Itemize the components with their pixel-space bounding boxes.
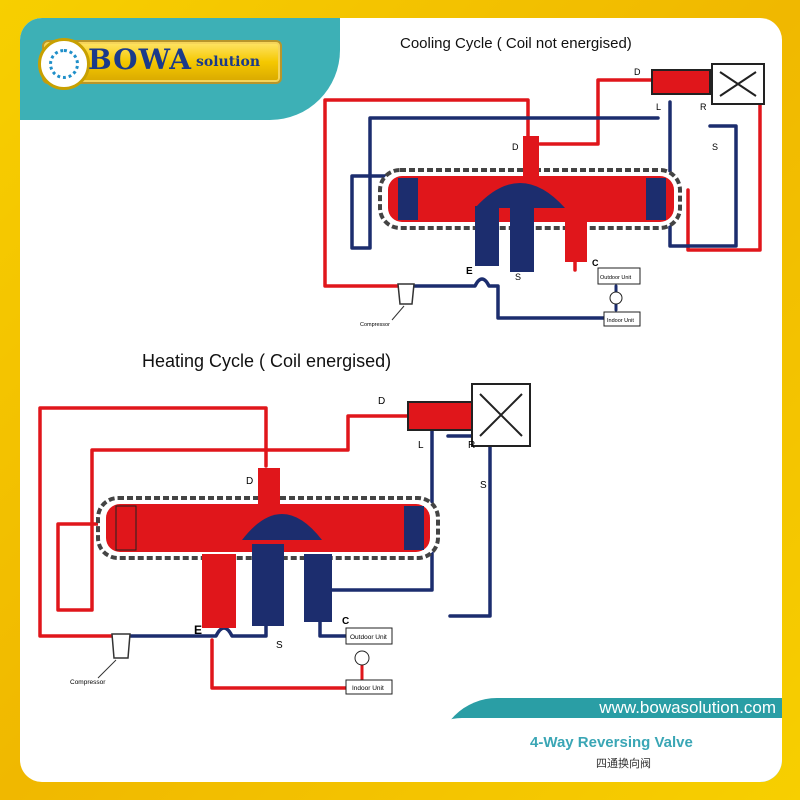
- heat-piston-right: [404, 506, 424, 550]
- cool-coil-cross: [719, 71, 757, 97]
- product-name: 4-Way Reversing Valve: [530, 734, 693, 751]
- heat-blue-c-line: [318, 618, 352, 638]
- cool-label-d-body: D: [512, 142, 519, 152]
- heat-outdoor-unit-box: [345, 627, 393, 645]
- cool-label-outdoor: Outdoor Unit: [600, 275, 632, 281]
- footer-white-cut: [414, 718, 782, 782]
- heat-label-indoor: Indoor Unit: [352, 685, 384, 692]
- heating-cycle-diagram: D L R S D E S C Outdoor Unit Indoor Unit…: [38, 383, 531, 695]
- cool-label-d-top: D: [634, 67, 641, 77]
- heat-compressor-icon: [111, 633, 131, 659]
- white-panel: BOWA solution Cooling Cycle ( Coil not e…: [20, 18, 782, 782]
- heat-blue-suction-line: [126, 614, 268, 638]
- cool-compressor-leader: [391, 305, 405, 321]
- heat-c-port: [304, 554, 332, 622]
- heat-label-c: C: [342, 616, 349, 627]
- heat-red-e-line: [210, 638, 352, 690]
- cool-label-l: L: [656, 102, 661, 112]
- cool-label-indoor: Indoor Unit: [607, 318, 634, 324]
- cool-red-discharge-loop: [323, 98, 530, 288]
- cool-d-port: [523, 136, 539, 176]
- cool-piston-left: [398, 178, 418, 220]
- cool-solenoid-valve: [651, 69, 711, 95]
- cool-red-to-solenoid: [538, 78, 662, 146]
- heat-solenoid-valve: [407, 401, 473, 431]
- heat-coil-cross: [479, 393, 523, 437]
- cool-label-e: E: [466, 266, 473, 277]
- heat-slide-dome: [242, 514, 322, 540]
- heat-s-port: [252, 544, 284, 626]
- bowa-logo: BOWA solution: [38, 38, 282, 90]
- heat-red-outer-loop: [38, 406, 268, 638]
- logo-emblem-icon: [38, 38, 90, 90]
- cool-piston-right: [646, 178, 666, 220]
- heat-label-r: R: [468, 440, 475, 451]
- heat-expansion-valve-icon: [354, 650, 370, 666]
- heat-label-compressor: Compressor: [70, 679, 106, 686]
- heat-red-left-loop: [56, 414, 414, 612]
- heat-label-s: S: [480, 480, 487, 491]
- cool-red-right-loop: [686, 88, 762, 252]
- cool-c-port: [565, 210, 587, 262]
- cool-label-compressor: Compressor: [360, 322, 390, 328]
- cool-outdoor-unit-box: [597, 267, 641, 285]
- cool-slide-dome: [475, 183, 565, 208]
- heat-e-port: [202, 554, 236, 628]
- cooling-cycle-title: Cooling Cycle ( Coil not energised): [400, 35, 632, 52]
- website-url: www.bowasolution.com: [599, 698, 776, 717]
- heating-cycle-title: Heating Cycle ( Coil energised): [142, 351, 392, 371]
- heat-label-l: L: [418, 440, 424, 451]
- cool-label-s: S: [712, 142, 718, 152]
- heat-d-port: [258, 468, 280, 508]
- cool-s-port: [510, 206, 534, 272]
- heat-label-s-body: S: [276, 640, 283, 651]
- logo-main-text: BOWA: [88, 43, 192, 76]
- heat-label-e: E: [194, 623, 202, 637]
- heat-piston-left: [115, 505, 137, 551]
- cool-blue-suction-line: [411, 277, 610, 320]
- cool-label-r: R: [700, 102, 707, 112]
- cool-compressor-icon: [397, 283, 415, 305]
- heat-indoor-unit-box: [345, 679, 393, 695]
- cool-blue-right-loop: [668, 100, 738, 248]
- product-name-chinese: 四通换向阀: [596, 758, 651, 770]
- cool-label-s-body: S: [515, 272, 521, 282]
- cool-e-port: [475, 206, 499, 266]
- heat-blue-right-loop: [320, 428, 492, 618]
- cooling-cycle-diagram: D L R S D E S C Outdoor Unit Indoor Unit…: [323, 63, 765, 328]
- cool-blue-left-loop: [350, 116, 660, 250]
- cool-expansion-valve-icon: [609, 291, 623, 305]
- cool-indoor-unit-box: [603, 311, 641, 327]
- logo-sub-text: solution: [196, 54, 261, 70]
- cool-label-c: C: [592, 258, 599, 268]
- heat-label-d-top: D: [378, 396, 385, 407]
- heat-label-d-body: D: [246, 476, 253, 487]
- heat-compressor-leader: [97, 659, 117, 679]
- heat-label-outdoor: Outdoor Unit: [350, 634, 387, 641]
